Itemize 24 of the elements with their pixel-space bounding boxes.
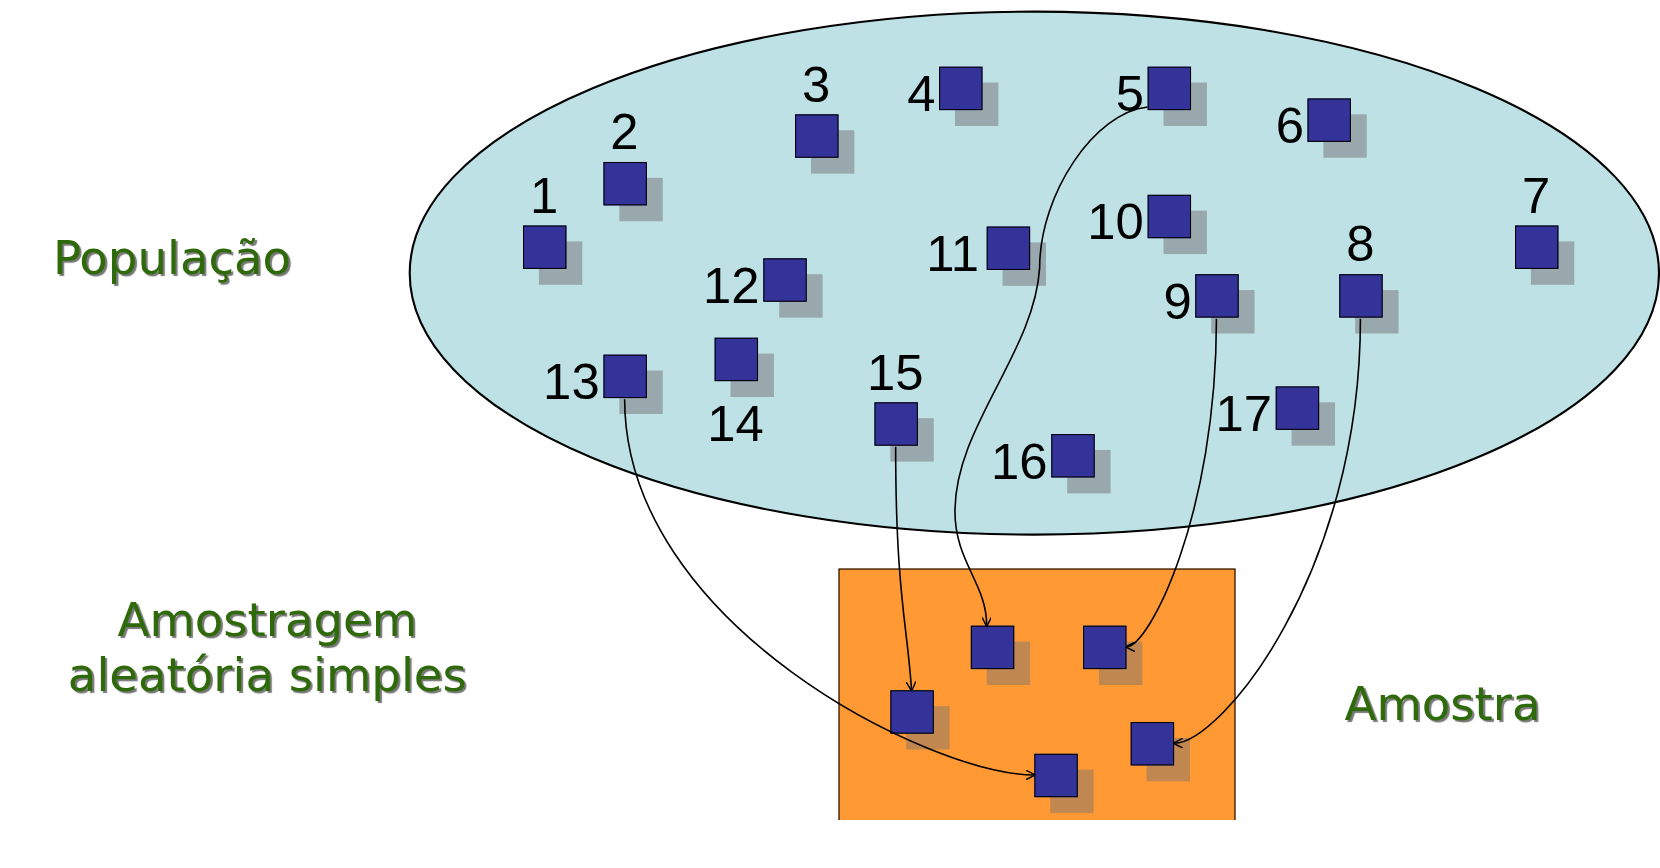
number-label: 12	[703, 260, 760, 312]
number-label: 11	[926, 228, 980, 280]
arrow	[1172, 317, 1362, 747]
number-label: 5	[1115, 68, 1145, 120]
number-label: 9	[1163, 276, 1192, 328]
number-label: 4	[907, 68, 936, 120]
number-label: 17	[1215, 388, 1272, 440]
number-label: 1	[529, 170, 559, 222]
arrow	[894, 445, 917, 692]
number-label: 2	[610, 106, 639, 158]
number-label: 8	[1346, 219, 1375, 270]
number-label: 14	[707, 399, 764, 450]
number-label: 13	[543, 356, 600, 408]
arrow	[1124, 317, 1218, 649]
method-label: Amostragem aleatória simples	[66, 592, 468, 703]
number-label: 3	[801, 59, 831, 111]
sample-label: Amostra	[1344, 676, 1541, 732]
number-label: 16	[990, 436, 1048, 487]
number-label: 7	[1521, 170, 1551, 222]
population-label: População	[52, 230, 292, 286]
number-label: 15	[867, 347, 924, 399]
number-label: 10	[1087, 196, 1144, 248]
number-label: 6	[1275, 100, 1304, 152]
arrow	[954, 106, 1149, 628]
